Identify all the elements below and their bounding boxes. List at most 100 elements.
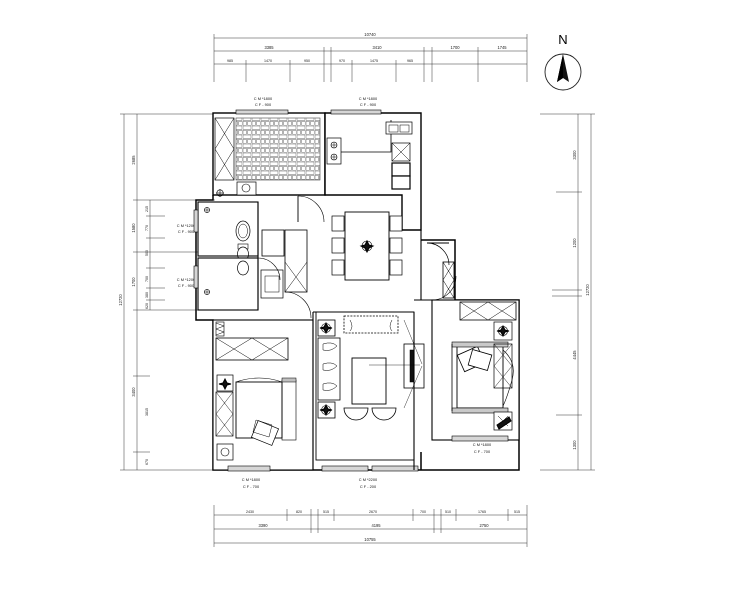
dim-bot-r2-1: 4195 — [371, 523, 381, 528]
bedroom2-radiator — [215, 321, 225, 337]
shower-tray — [260, 269, 284, 299]
callout-bottom-left-l2: C F - 700 — [243, 484, 260, 489]
callout-top-right-l1: C M *1800 — [359, 96, 378, 101]
dim-bot-r3-3: 2670 — [369, 510, 377, 514]
callout-bottom-left-l1: C M *1800 — [242, 477, 261, 482]
refrigerator — [391, 142, 411, 190]
armchairs — [343, 407, 397, 421]
entry-foyer — [426, 242, 455, 299]
left-dimension-chain — [120, 113, 215, 471]
dim-top-r2-3: 1745 — [497, 45, 507, 50]
dim-bot-r2-2: 2750 — [479, 523, 489, 528]
callout-top-left-l1: C M *1800 — [254, 96, 273, 101]
dim-right-seg-2: 4445 — [572, 350, 577, 360]
dim-right-seg-3: 1300 — [572, 440, 577, 450]
dim-left-sub-7: 670 — [145, 459, 149, 465]
callout-top-right: C M *1800 C F - 900 — [359, 96, 378, 107]
washer-drum-icon — [241, 183, 251, 193]
dim-bot-overall: 10755 — [364, 537, 376, 542]
room-bathroom-main — [193, 201, 259, 262]
right-dimension-labels: 3300 1200 4445 1300 12720 — [572, 150, 590, 450]
dim-left-sub-4: 380 — [145, 292, 149, 298]
master-pillow-2 — [467, 349, 493, 371]
callout-bottom-mid: C M *2200 C F - 200 — [359, 477, 378, 489]
dim-left-sub-1: 770 — [145, 225, 149, 231]
bedroom2-nightstand-bottom — [216, 443, 234, 461]
dim-left-sub-2: 500 — [145, 250, 149, 256]
interior-partitions — [198, 113, 432, 470]
callout-left-lower-l2: C F - 900 — [178, 283, 195, 288]
dim-top-r3-3: 970 — [339, 59, 345, 63]
top-dimension-labels: 10740 3385 3410 1700 1745 985 1470 950 9… — [227, 32, 507, 63]
master-door-swing — [431, 275, 457, 301]
dim-bot-r3-7: 515 — [514, 510, 520, 514]
callout-top-left-l2: C F - 900 — [255, 102, 272, 107]
faucet-icon-2 — [204, 289, 210, 295]
master-closet-right — [493, 343, 513, 389]
dining-chairs — [331, 215, 403, 276]
dim-top-r2-2: 1700 — [450, 45, 460, 50]
room-dining — [331, 211, 403, 281]
closet-box — [261, 229, 285, 257]
callout-left-lower-l1: C M *1200 — [177, 277, 196, 282]
bath-window-1 — [193, 209, 199, 233]
dim-bot-r3-0: 2430 — [246, 510, 254, 514]
bedroom2-nightstand-top — [216, 374, 234, 392]
hall-door-swing — [284, 291, 312, 319]
chair-l1 — [331, 215, 345, 232]
callout-bottom-right-l2: C F - 700 — [474, 449, 491, 454]
dim-left-seg-3: 3400 — [131, 387, 136, 397]
coffee-table — [351, 357, 387, 405]
chair-r1 — [389, 215, 403, 232]
room-bathroom-second — [193, 257, 284, 311]
chair-r3 — [389, 259, 403, 276]
dim-bot-r3-6: 1765 — [478, 510, 486, 514]
dim-top-r3-1: 1470 — [264, 59, 272, 63]
living-window — [371, 465, 419, 472]
dim-top-r3-5: 965 — [407, 59, 413, 63]
dim-bot-r3-2: 515 — [323, 510, 329, 514]
basin-icon — [235, 220, 251, 242]
compass-needle-dark — [557, 54, 563, 82]
bottom-dimension-labels: 2430 820 515 2670 700 510 1765 515 3390 … — [246, 510, 520, 542]
room-bedroom-master — [431, 275, 520, 442]
side-table-bottom — [317, 401, 336, 419]
dim-left-sub-6: 3815 — [145, 408, 149, 416]
dim-bot-r3-5: 510 — [445, 510, 451, 514]
bath-door-swing — [257, 257, 281, 281]
dim-left-sub-0: 215 — [145, 206, 149, 212]
planter-icon — [216, 189, 224, 197]
callout-bottom-mid-l1: C M *2200 — [359, 477, 378, 482]
master-bed — [456, 342, 504, 409]
dim-top-r2-1: 3410 — [372, 45, 382, 50]
callout-top-right-l2: C F - 900 — [360, 102, 377, 107]
bottom-dimension-chain — [213, 505, 528, 547]
kitchen-window — [330, 109, 382, 115]
dim-top-r3-4: 1475 — [370, 59, 378, 63]
faucet-icon — [204, 207, 210, 213]
dim-left-overall: 12720 — [118, 294, 123, 306]
dim-bot-r2-0: 3390 — [258, 523, 268, 528]
master-headboard — [451, 341, 509, 348]
callout-bottom-left: C M *1800 C F - 700 — [242, 477, 261, 489]
living-balcony-door — [321, 465, 369, 472]
armchair-1 — [343, 407, 369, 421]
side-table-top — [317, 319, 336, 337]
north-arrow-group: N — [544, 32, 582, 91]
callout-left-upper-l2: C F - 900 — [178, 229, 195, 234]
bedroom2-bed — [235, 377, 283, 446]
dim-left-seg-2: 1700 — [131, 277, 136, 287]
bs-x4 — [214, 148, 235, 181]
chair-l3 — [331, 259, 345, 276]
dim-left-seg-1: 1580 — [131, 223, 136, 233]
dim-right-seg-1: 1200 — [572, 238, 577, 248]
dim-left-sub-5: 620 — [145, 303, 149, 309]
closet-tall — [284, 229, 308, 293]
callout-left-upper: C M *1200 C F - 900 — [177, 223, 196, 234]
callout-left-upper-l1: C M *1200 — [177, 223, 196, 228]
callout-top-left: C M *1800 C F - 900 — [254, 96, 273, 107]
callout-bottom-mid-l2: C F - 200 — [360, 484, 377, 489]
chair-l2 — [331, 237, 345, 254]
